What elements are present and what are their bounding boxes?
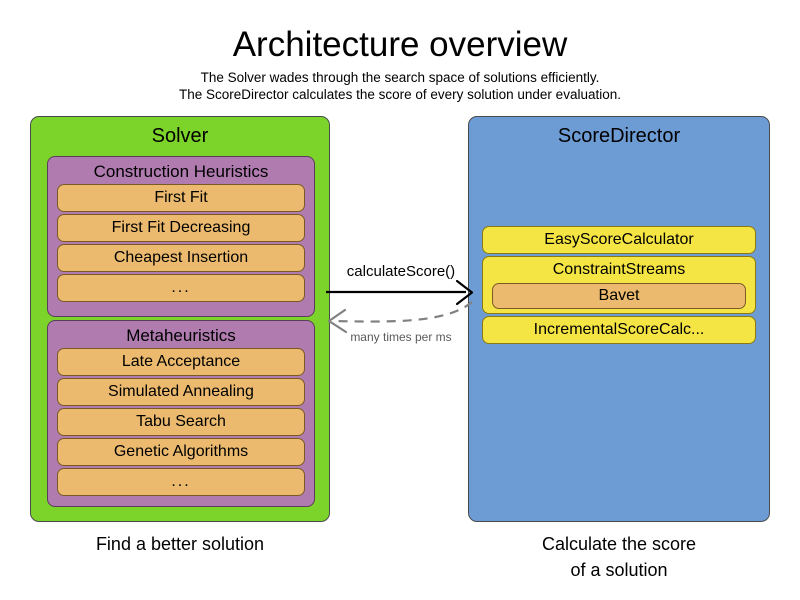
arrow-right-solid bbox=[326, 279, 474, 306]
list-item: First Fit bbox=[57, 184, 305, 212]
solver-panel-title: Solver bbox=[151, 125, 209, 147]
caption-solver: Find a better solution bbox=[95, 534, 265, 554]
calculator-list: EasyScoreCalculator ConstraintStreams Ba… bbox=[482, 226, 756, 346]
score-director-panel: ScoreDirector EasyScoreCalculator Constr… bbox=[468, 116, 770, 522]
page-title: Architecture overview bbox=[232, 25, 568, 64]
caption-score-director-line-2: of a solution bbox=[570, 560, 668, 580]
calculator-constraint-streams: ConstraintStreams Bavet bbox=[482, 256, 756, 314]
list-item: Cheapest Insertion bbox=[57, 244, 305, 272]
list-item-ellipsis: ... bbox=[57, 468, 305, 496]
arrow-left-dashed bbox=[327, 301, 473, 334]
arrow-label-many-times-per-ms: many times per ms bbox=[350, 330, 452, 344]
connector-arrows: calculateScore() many times per ms bbox=[326, 262, 476, 354]
group-construction-heuristics-title: Construction Heuristics bbox=[93, 162, 269, 181]
calculator-constraint-streams-label: ConstraintStreams bbox=[552, 261, 686, 278]
arrow-label-calculate-score: calculateScore() bbox=[346, 263, 456, 280]
caption-score-director: Calculate the score of a solution bbox=[468, 531, 770, 583]
page-header: Architecture overview The Solver wades t… bbox=[0, 24, 800, 103]
group-metaheuristics-title: Metaheuristics bbox=[126, 326, 236, 345]
calculator-incremental-score: IncrementalScoreCalc... bbox=[482, 316, 756, 344]
subtitle-line-1: The Solver wades through the search spac… bbox=[200, 70, 600, 85]
list-item: Late Acceptance bbox=[57, 348, 305, 376]
group-metaheuristics: Metaheuristics Late Acceptance Simulated… bbox=[47, 320, 315, 507]
list-item: Tabu Search bbox=[57, 408, 305, 436]
list-item: First Fit Decreasing bbox=[57, 214, 305, 242]
group-construction-heuristics: Construction Heuristics First Fit First … bbox=[47, 156, 315, 317]
list-item-ellipsis: ... bbox=[57, 274, 305, 302]
subtitle-line-2: The ScoreDirector calculates the score o… bbox=[179, 87, 621, 102]
calculator-easy-score: EasyScoreCalculator bbox=[482, 226, 756, 254]
page-subtitle: The Solver wades through the search spac… bbox=[0, 69, 800, 103]
list-item: Simulated Annealing bbox=[57, 378, 305, 406]
caption-score-director-line-1: Calculate the score bbox=[541, 534, 697, 554]
construction-heuristics-item-list: First Fit First Fit Decreasing Cheapest … bbox=[57, 184, 305, 304]
score-director-panel-title: ScoreDirector bbox=[557, 125, 681, 147]
calculator-bavet: Bavet bbox=[492, 283, 746, 309]
list-item: Genetic Algorithms bbox=[57, 438, 305, 466]
metaheuristics-item-list: Late Acceptance Simulated Annealing Tabu… bbox=[57, 348, 305, 498]
arrow-graphics bbox=[326, 279, 474, 334]
solver-panel: Solver Construction Heuristics First Fit… bbox=[30, 116, 330, 522]
